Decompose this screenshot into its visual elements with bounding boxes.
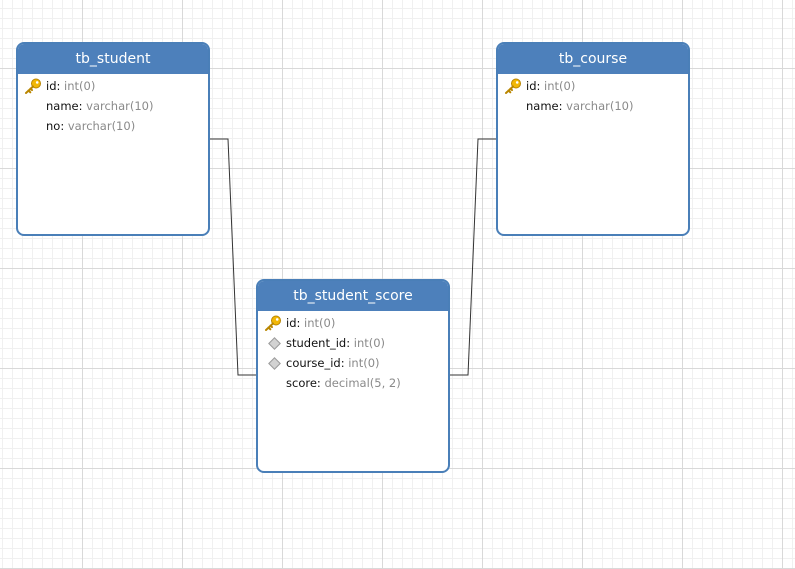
field-type: decimal(5, 2) — [324, 376, 401, 390]
field-row[interactable]: id: int(0) — [258, 313, 448, 333]
field-row[interactable]: name: varchar(10) — [526, 99, 634, 113]
field-name: name — [526, 99, 559, 113]
field-type: int(0) — [348, 356, 380, 370]
relation-line-student[interactable] — [209, 138, 258, 376]
field-name: score — [286, 376, 317, 390]
field-name: id — [286, 316, 297, 330]
table-tb-student-score[interactable]: tb_student_score id: int(0) student_id: … — [256, 279, 450, 473]
field-name: id — [526, 79, 537, 93]
field-list: id: int(0) name: varchar(10) — [498, 74, 688, 116]
table-tb-course[interactable]: tb_course id: int(0) name: varchar(10) — [496, 42, 690, 236]
field-name: no — [46, 119, 61, 133]
field-type: varchar(10) — [86, 99, 154, 113]
field-row[interactable]: id: int(0) — [498, 76, 688, 96]
field-name: name — [46, 99, 79, 113]
field-list: id: int(0) name: varchar(10) no: varchar… — [18, 74, 208, 136]
field-row[interactable]: score: decimal(5, 2) — [286, 376, 401, 390]
table-title[interactable]: tb_course — [498, 44, 688, 74]
field-type: int(0) — [64, 79, 96, 93]
table-title[interactable]: tb_student — [18, 44, 208, 74]
relation-line-course[interactable] — [448, 138, 497, 376]
key-icon — [265, 315, 281, 331]
table-title[interactable]: tb_student_score — [258, 281, 448, 311]
foreign-key-icon — [268, 357, 281, 370]
field-name: id — [46, 79, 57, 93]
field-type: varchar(10) — [67, 119, 136, 133]
table-tb-student[interactable]: tb_student id: int(0) name: varchar(10) … — [16, 42, 210, 236]
field-name: student_id — [286, 336, 347, 350]
field-type: int(0) — [353, 336, 386, 350]
field-type: varchar(10) — [566, 99, 634, 113]
key-icon — [505, 78, 521, 94]
foreign-key-icon — [268, 337, 281, 350]
field-name: course_id — [286, 356, 341, 370]
field-list: id: int(0) student_id: int(0) course_id:… — [258, 311, 448, 393]
field-row[interactable]: student_id: int(0) — [258, 333, 448, 353]
field-row[interactable]: no: varchar(10) — [46, 119, 136, 133]
field-type: int(0) — [304, 316, 336, 330]
field-row[interactable]: id: int(0) — [18, 76, 208, 96]
key-icon — [25, 78, 41, 94]
field-row[interactable]: name: varchar(10) — [46, 99, 154, 113]
field-type: int(0) — [544, 79, 576, 93]
field-row[interactable]: course_id: int(0) — [258, 353, 448, 373]
